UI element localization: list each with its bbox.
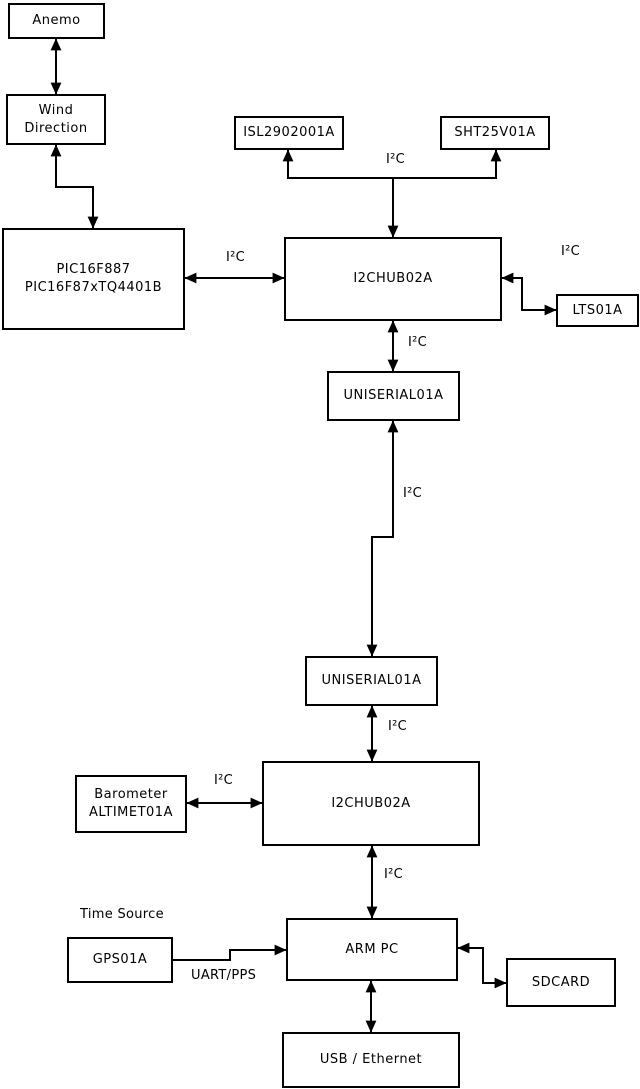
node-arm-pc: ARM PC <box>286 918 458 981</box>
node-i2chub02a-upper: I2CHUB02A <box>284 237 502 321</box>
node-gps01a: GPS01A <box>67 937 173 983</box>
node-isl2902001a-label: ISL2902001A <box>243 125 335 141</box>
uart-pps-edge-label: UART/PPS <box>191 968 257 983</box>
node-usb-ethernet: USB / Ethernet <box>282 1032 460 1088</box>
node-sht25v01a: SHT25V01A <box>440 116 550 150</box>
i2c-label-pic-hub1: I²C <box>226 250 246 265</box>
edge-hub1-lts <box>501 272 557 316</box>
edge-uniserial1-uniserial2 <box>366 420 399 657</box>
i2c-label-hub1-lts: I²C <box>561 244 581 259</box>
node-arm-pc-label: ARM PC <box>345 941 399 957</box>
i2c-label-hub2-armpc: I²C <box>384 867 404 882</box>
node-barometer-altimet01a: Barometer ALTIMET01A <box>75 775 187 833</box>
i2c-label-hub1-uniserial1: I²C <box>408 335 428 350</box>
node-wind-direction-label: Wind Direction <box>24 102 88 136</box>
edge-wind-pic <box>50 144 99 229</box>
node-pic16f887: PIC16F887 PIC16F87xTQ4401B <box>2 228 185 330</box>
time-source-caption: Time Source <box>80 907 164 922</box>
i2c-label-sensor-bus: I²C <box>386 152 406 167</box>
node-barometer-altimet01a-label: Barometer ALTIMET01A <box>89 787 173 820</box>
edge-armpc-sdcard <box>457 942 507 989</box>
edge-gps-armpc <box>173 944 287 961</box>
node-anemo-label: Anemo <box>32 13 81 29</box>
node-isl2902001a: ISL2902001A <box>234 116 344 150</box>
i2c-label-uniserial2-hub2: I²C <box>388 719 408 734</box>
node-uniserial01a-upper: UNISERIAL01A <box>327 371 460 421</box>
node-lts01a: LTS01A <box>556 294 639 327</box>
node-sdcard: SDCARD <box>506 958 616 1007</box>
node-i2chub02a-upper-label: I2CHUB02A <box>353 271 433 287</box>
node-usb-ethernet-label: USB / Ethernet <box>319 1052 423 1068</box>
i2c-label-barometer-hub2: I²C <box>214 773 234 788</box>
node-sht25v01a-label: SHT25V01A <box>454 125 536 141</box>
node-uniserial01a-lower: UNISERIAL01A <box>305 656 438 706</box>
node-i2chub02a-lower-label: I2CHUB02A <box>331 795 411 811</box>
node-wind-direction: Wind Direction <box>6 94 106 145</box>
i2c-label-uniserial-link: I²C <box>403 486 423 501</box>
node-sdcard-label: SDCARD <box>531 974 591 990</box>
node-i2chub02a-lower: I2CHUB02A <box>262 761 480 846</box>
node-lts01a-label: LTS01A <box>572 302 623 318</box>
node-gps01a-label: GPS01A <box>92 952 148 968</box>
node-uniserial01a-lower-label: UNISERIAL01A <box>321 673 422 689</box>
node-uniserial01a-upper-label: UNISERIAL01A <box>343 388 444 404</box>
node-pic16f887-label: PIC16F887 PIC16F87xTQ4401B <box>24 262 163 295</box>
node-anemo: Anemo <box>8 3 105 39</box>
